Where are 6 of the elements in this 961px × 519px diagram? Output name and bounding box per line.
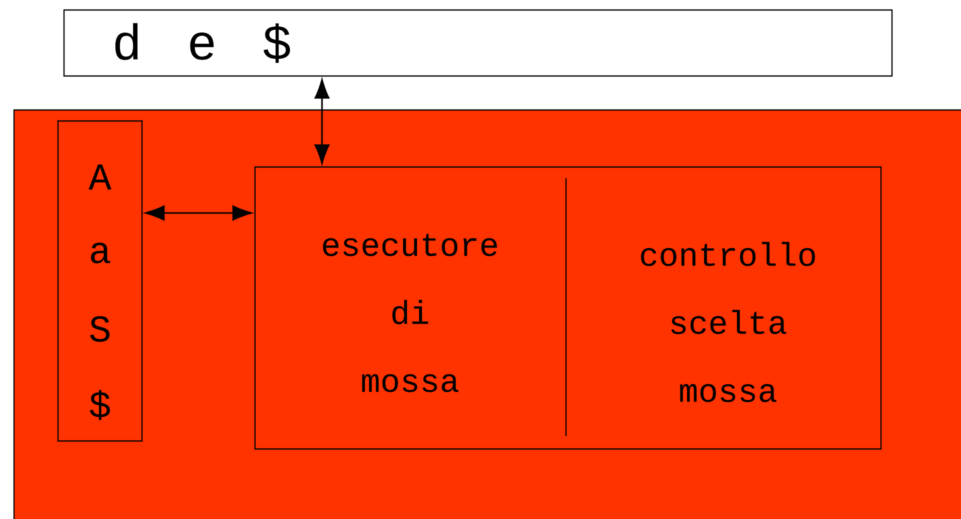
panel-background — [13, 109, 961, 519]
process-box: esecutore di mossa controllo scelta mossa — [254, 166, 882, 450]
stack-box: A a S $ — [57, 120, 143, 442]
arrow — [314, 79, 330, 164]
arrow — [145, 206, 252, 220]
tape-box: d e $ — [63, 9, 893, 77]
